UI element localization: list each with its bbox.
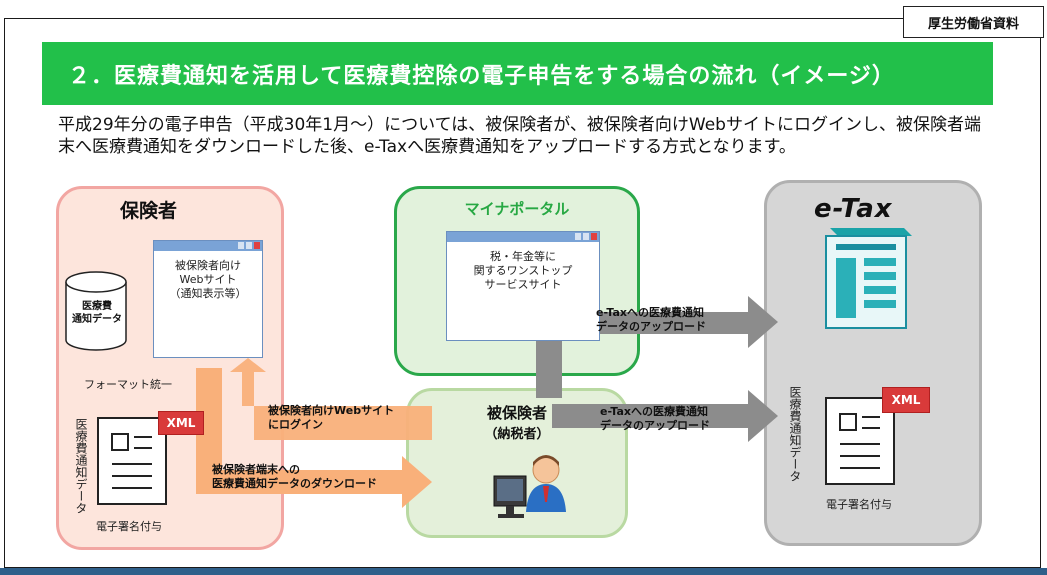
insurer-website-text: 被保険者向け Webサイト （通知表示等） <box>169 259 247 300</box>
maximize-icon <box>583 233 589 240</box>
person-at-pc-icon <box>493 455 566 518</box>
bottom-bar <box>0 568 1047 575</box>
minimize-icon <box>575 233 581 240</box>
mynaportal-label: マイナポータル <box>464 200 570 218</box>
download-arrow-label: 被保険者端末への 医療費通知データのダウンロード <box>212 463 377 490</box>
portal-window-text: 税・年金等に 関するワンストップ サービスサイト <box>473 250 573 291</box>
database-icon <box>65 271 127 351</box>
xml-badge-left: XML <box>158 411 204 435</box>
etax-building-icon <box>825 228 912 329</box>
insurer-website-window: 被保険者向け Webサイト （通知表示等） <box>153 240 263 358</box>
upload-via-portal-label: e-Taxへの医療費通知 データのアップロード <box>596 306 706 333</box>
close-icon <box>591 233 597 240</box>
window-titlebar <box>447 232 599 242</box>
document-vertical-label-right: 医療費通知データ <box>788 386 802 482</box>
signature-caption-left: 電子署名付与 <box>96 520 162 533</box>
lead-text: 平成29年分の電子申告（平成30年1月～）については、被保険者が、被保険者向けW… <box>58 115 981 157</box>
insured-label: 被保険者 <box>486 404 547 422</box>
minimize-icon <box>238 242 244 249</box>
login-arrow <box>230 358 432 440</box>
signature-caption-right: 電子署名付与 <box>826 498 892 511</box>
slide-frame <box>4 18 1041 568</box>
xml-badge-right: XML <box>882 387 930 413</box>
maximize-icon <box>246 242 252 249</box>
format-note: フォーマット統一 <box>84 378 172 391</box>
upload-direct-arrow <box>552 390 778 442</box>
source-label: 厚生労働省資料 <box>903 6 1044 38</box>
portal-window: 税・年金等に 関するワンストップ サービスサイト <box>446 231 600 341</box>
login-arrow-label: 被保険者向けWebサイト にログイン <box>268 404 395 431</box>
document-icon-left <box>97 417 167 505</box>
download-arrow <box>196 368 432 508</box>
close-icon <box>254 242 260 249</box>
window-controls <box>238 242 260 249</box>
document-icon-right <box>825 397 895 485</box>
window-titlebar <box>154 241 262 251</box>
etax-label: e-Tax <box>814 194 893 224</box>
insurer-label: 保険者 <box>120 200 178 222</box>
insured-panel <box>406 388 628 538</box>
window-controls <box>575 233 597 240</box>
document-vertical-label-left: 医療費通知データ <box>74 418 88 514</box>
insured-sublabel: （納税者） <box>484 427 550 442</box>
upload-direct-label: e-Taxへの医療費通知 データのアップロード <box>600 405 710 432</box>
database-label: 医療費 通知データ <box>72 301 122 325</box>
slide-title: ２．医療費通知を活用して医療費控除の電子申告をする場合の流れ（イメージ） <box>42 42 993 105</box>
